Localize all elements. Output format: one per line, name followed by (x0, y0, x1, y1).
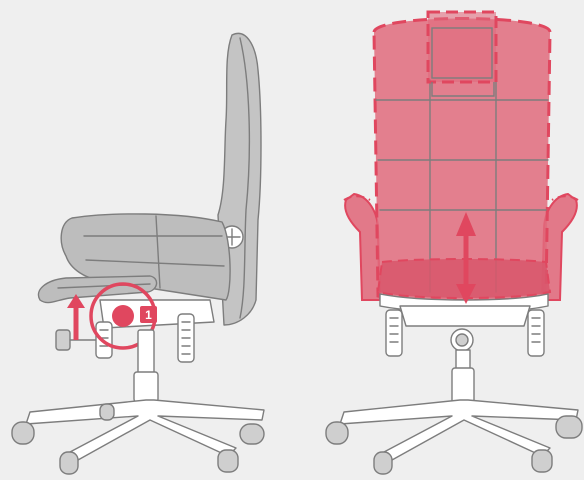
step-number: 1 (145, 308, 152, 322)
side-gas-lift (133, 329, 159, 403)
vertical-adjust-arrow-icon (456, 212, 476, 304)
side-mechanism (55, 299, 215, 363)
front-star-base (325, 399, 583, 475)
front-view-chair (325, 10, 583, 475)
side-star-base (11, 399, 265, 475)
front-mechanism (385, 305, 545, 357)
step-badge-icon: 1 (140, 306, 157, 323)
front-armrest-left (343, 192, 382, 301)
side-view-chair: 1 (11, 32, 265, 475)
front-backrest (372, 10, 552, 302)
headrest-frame (426, 10, 498, 84)
front-gas-lift (451, 349, 475, 405)
